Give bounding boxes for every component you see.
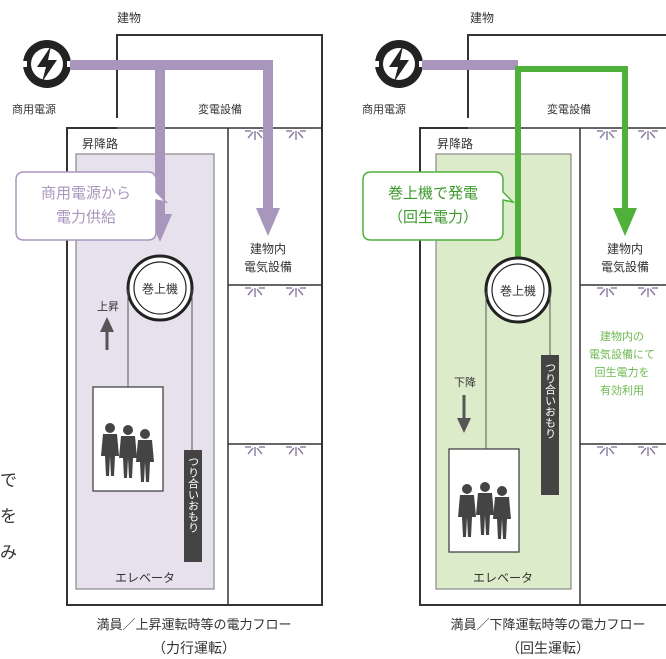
substation-label: 変電設備	[547, 102, 591, 116]
arrow-up-icon	[100, 317, 114, 350]
ceiling-light-icon	[637, 130, 659, 141]
indoor-equipment-line1: 建物内	[607, 242, 643, 256]
effective-use-line1: 建物内の	[600, 329, 644, 343]
counterweight	[541, 355, 559, 495]
elevator-label: エレベータ	[473, 571, 533, 585]
elevator-label: エレベータ	[115, 571, 175, 585]
ceiling-light-icon	[285, 130, 307, 141]
shaft-label: 昇降路	[82, 136, 118, 151]
building-label: 建物	[117, 11, 141, 25]
lightning-bolt-icon	[21, 40, 73, 88]
ceiling-light-icon	[596, 287, 618, 298]
side-text-2: を	[0, 507, 17, 527]
indoor-equipment-line2: 電気設備	[601, 259, 649, 274]
power-source-label: 商用電源	[12, 102, 56, 116]
effective-use-line2: 電気設備にて	[589, 347, 655, 361]
building-label: 建物	[470, 11, 494, 25]
power-source-label: 商用電源	[362, 102, 406, 116]
callout-box	[15, 171, 169, 241]
callout-line1: 商用電源から	[41, 184, 131, 202]
side-text-1: で	[0, 471, 17, 491]
callout-box	[362, 171, 516, 241]
ceiling-light-icon	[285, 287, 307, 298]
caption-line2: （回生運転）	[506, 641, 590, 657]
ceiling-light-icon	[596, 446, 618, 457]
hoist-label: 巻上機	[142, 281, 178, 296]
ceiling-light-icon	[244, 130, 266, 141]
building-outline	[467, 34, 666, 118]
counterweight-label: つり合いおもり	[187, 456, 200, 533]
shaft-label: 昇降路	[437, 136, 473, 151]
hoist-label: 巻上機	[500, 283, 536, 298]
callout-line2: （回生電力）	[388, 208, 478, 226]
substation-label: 変電設備	[198, 102, 242, 116]
ceiling-light-icon	[596, 130, 618, 141]
regen-flow-arrow	[515, 66, 637, 260]
ceiling-light-icon	[637, 446, 659, 457]
side-text-3: み	[0, 543, 17, 563]
ceiling-light-icon	[285, 446, 307, 457]
left-panel: 建物 昇降路 エレベータ 商用電源 変電設備 商用電源から 電力供給	[12, 11, 323, 657]
direction-label: 上昇	[97, 300, 119, 313]
lightning-bolt-icon	[373, 40, 425, 88]
direction-label: 下降	[454, 375, 476, 389]
ceiling-light-icon	[244, 287, 266, 298]
indoor-equipment-line1: 建物内	[250, 242, 286, 256]
ceiling-light-icon	[244, 446, 266, 457]
caption-line1: 満員／下降運転時等の電力フロー	[450, 617, 645, 633]
callout-line2: 電力供給	[56, 208, 116, 226]
caption-line2: （力行運転）	[152, 641, 236, 657]
indoor-equipment-line2: 電気設備	[244, 259, 292, 274]
effective-use-line3: 回生電力を	[595, 365, 650, 379]
ceiling-light-icon	[637, 287, 659, 298]
effective-use-line4: 有効利用	[600, 383, 644, 397]
callout-line1: 巻上機で発電	[388, 184, 478, 202]
counterweight	[184, 450, 202, 562]
right-panel: 建物 昇降路 エレベータ 商用電源 変電設備 巻上機で発電 （回生電力） 建物内…	[362, 11, 666, 657]
counterweight-label: つり合いおもり	[544, 362, 557, 439]
arrow-down-icon	[457, 395, 471, 433]
caption-line1: 満員／上昇運転時等の電力フロー	[96, 617, 291, 633]
